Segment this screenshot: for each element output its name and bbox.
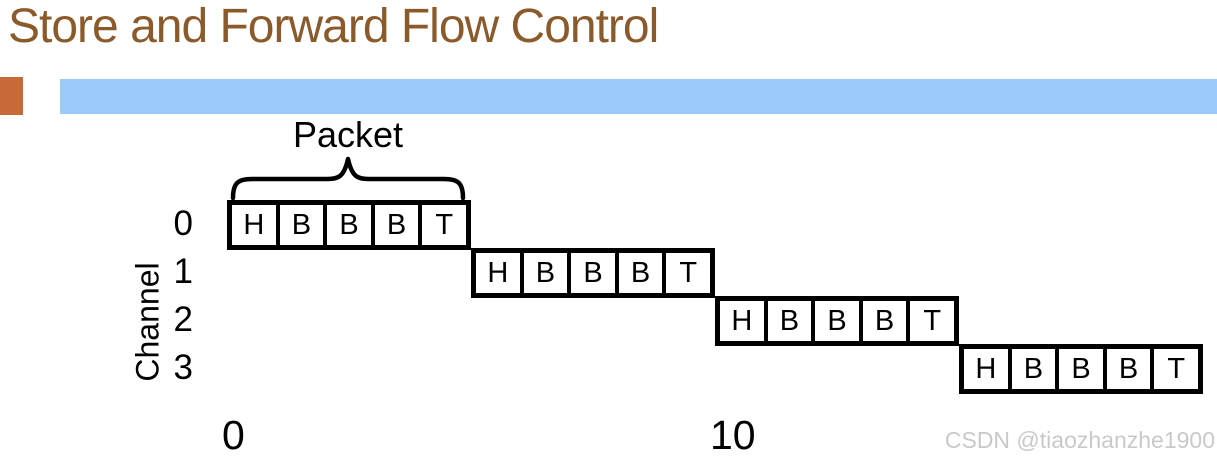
flit-cell-B: B [370, 205, 419, 245]
flit-cell-T: T [906, 301, 954, 341]
flit-cell-H: H [720, 301, 764, 341]
flit-cell-T: T [418, 205, 466, 245]
flit-cell-B: B [763, 301, 812, 341]
packet-label: Packet [292, 114, 404, 155]
channel-label-1: 1 [173, 252, 193, 291]
flit-cell-B: B [323, 205, 371, 245]
flit-cell-B: B [519, 253, 568, 293]
flit-cell-B: B [1055, 349, 1103, 389]
flit-cell-B: B [567, 253, 615, 293]
flit-cell-B: B [614, 253, 663, 293]
flit-cell-B: B [1007, 349, 1056, 389]
flit-cell-T: T [1150, 349, 1198, 389]
flit-cell-H: H [232, 205, 276, 245]
flit-cell-B: B [811, 301, 859, 341]
accent-bar [60, 79, 1217, 114]
accent-square [0, 77, 23, 115]
flit-cell-H: H [476, 253, 520, 293]
flit-cell-B: B [1102, 349, 1151, 389]
channel-label-2: 2 [173, 300, 193, 339]
flit-cell-B: B [858, 301, 907, 341]
page-title: Store and Forward Flow Control [8, 0, 659, 53]
channel-label-3: 3 [173, 348, 193, 387]
flit-cell-H: H [964, 349, 1008, 389]
x-tick-0: 0 [222, 412, 245, 458]
channel-label-0: 0 [173, 204, 193, 243]
watermark: CSDN @tiaozhanzhe1900 [944, 427, 1215, 453]
flit-cell-B: B [275, 205, 324, 245]
x-tick-10: 10 [710, 412, 756, 458]
flit-cell-T: T [662, 253, 710, 293]
packet-brace-icon [230, 156, 466, 200]
